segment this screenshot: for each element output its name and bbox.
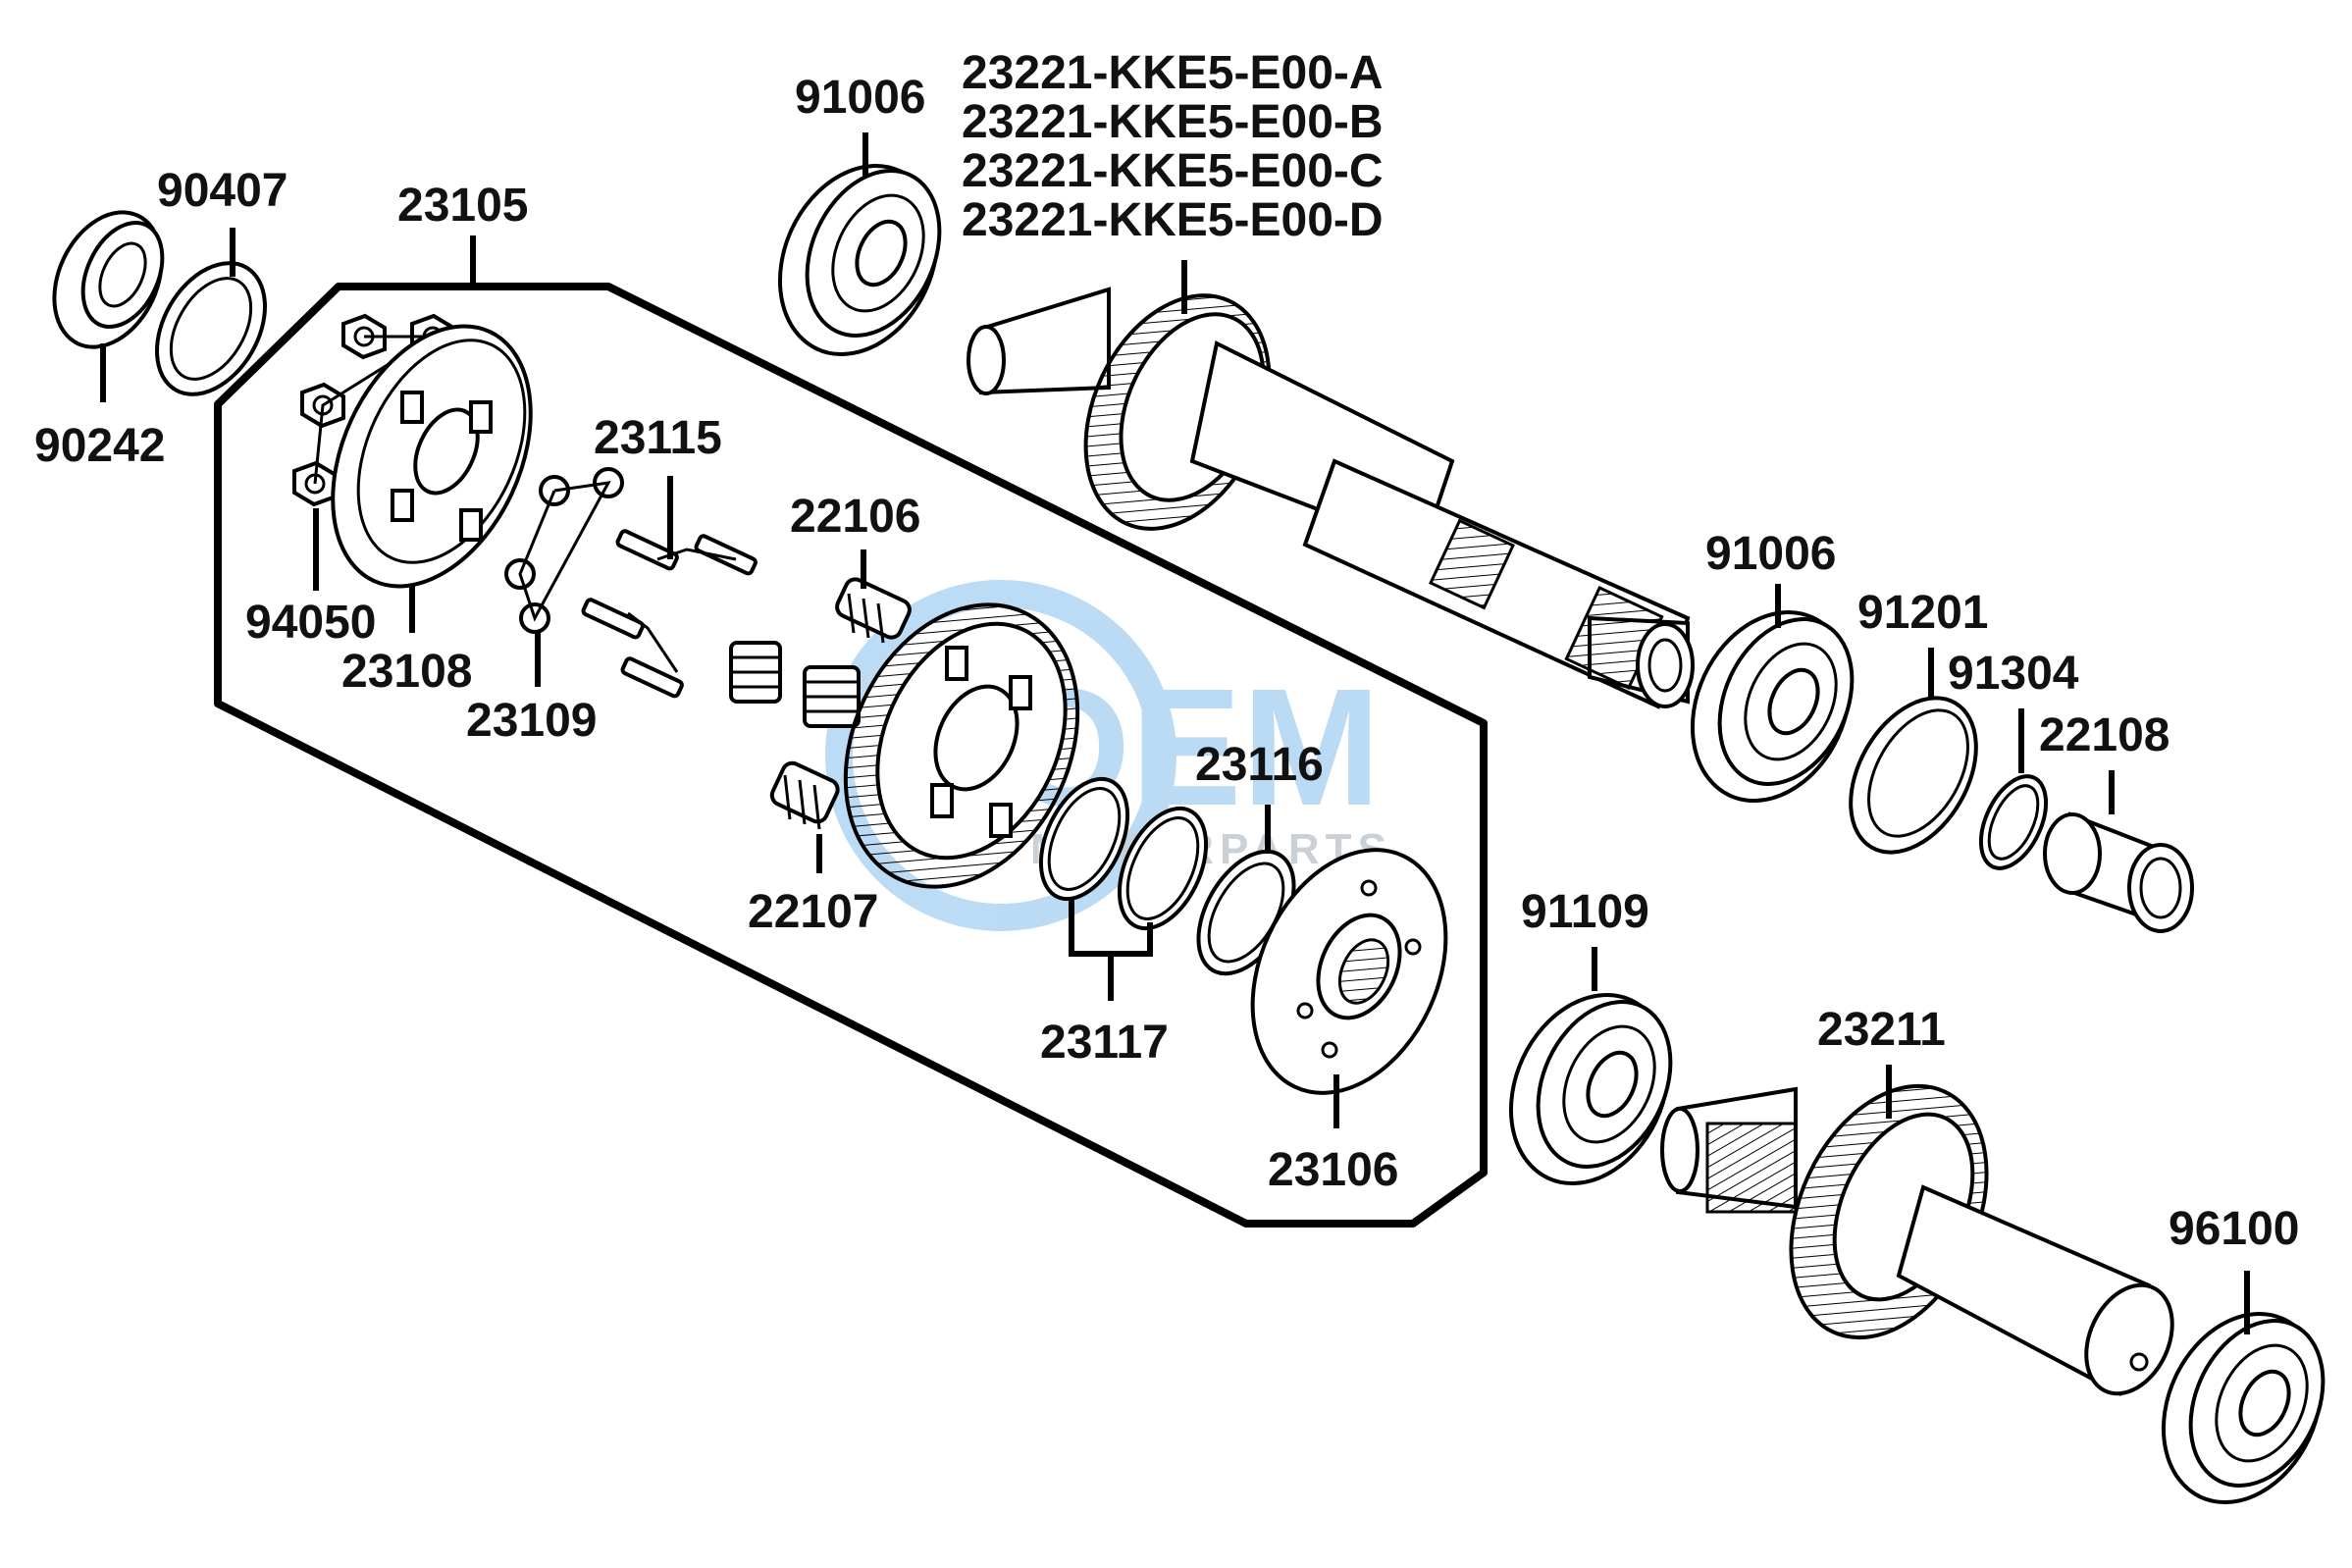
- rings-23117[interactable]: [1023, 765, 1224, 942]
- assembly-group-outline: [214, 283, 1488, 1228]
- callout-91006-mid: 91006: [1705, 528, 1836, 580]
- callout-23108: 23108: [341, 646, 472, 698]
- bearing-91109[interactable]: [1482, 969, 1698, 1210]
- hub-23106[interactable]: [1215, 818, 1483, 1124]
- callout-23116: 23116: [1195, 739, 1324, 791]
- callout-23117: 23117: [1040, 1017, 1169, 1069]
- callout-90407: 90407: [157, 165, 287, 217]
- rollers-23109[interactable]: [504, 467, 624, 634]
- callout-22106: 22106: [790, 491, 920, 543]
- springs-group: [729, 641, 861, 728]
- collar-22108[interactable]: [2043, 811, 2194, 933]
- callout-91006-top: 91006: [795, 72, 925, 124]
- callout-91201: 91201: [1857, 587, 1988, 639]
- callout-22107: 22107: [748, 886, 878, 938]
- plate-23108[interactable]: [293, 294, 569, 618]
- callout-96100: 96100: [2169, 1203, 2299, 1255]
- callout-23221-c: 23221-KKE5-E00-C: [962, 145, 1384, 197]
- nuts-94050[interactable]: [292, 313, 455, 507]
- callout-91304: 91304: [1948, 648, 2079, 700]
- washer-90407[interactable]: [134, 244, 287, 414]
- callout-94050: 94050: [245, 597, 376, 649]
- drive-gear[interactable]: [802, 567, 1122, 925]
- callout-23105: 23105: [397, 180, 528, 232]
- callout-90242: 90242: [34, 420, 165, 472]
- countershaft-23211[interactable]: [1660, 1055, 2189, 1408]
- spring-22107[interactable]: [769, 759, 841, 830]
- bearing-91006-mid[interactable]: [1663, 587, 1879, 827]
- nut-90242[interactable]: [33, 195, 182, 365]
- bearing-91006-top[interactable]: [751, 140, 967, 381]
- callout-91109: 91109: [1521, 886, 1649, 938]
- callout-23106: 23106: [1268, 1144, 1398, 1196]
- callout-23109: 23109: [466, 695, 597, 747]
- callout-23221-a: 23221-KKE5-E00-A: [962, 47, 1384, 99]
- bearing-96100[interactable]: [2134, 1288, 2350, 1529]
- callout-23221-b: 23221-KKE5-E00-B: [962, 96, 1384, 148]
- spring-22106[interactable]: [834, 576, 913, 644]
- callout-22108: 22108: [2039, 709, 2169, 761]
- shaft-23221[interactable]: [967, 266, 1695, 709]
- callout-23221-d: 23221-KKE5-E00-D: [962, 194, 1384, 246]
- callout-23211: 23211: [1817, 1004, 1946, 1056]
- callout-23115: 23115: [594, 412, 722, 464]
- pins-23115[interactable]: [581, 529, 758, 699]
- seal-91201[interactable]: [1825, 676, 2002, 874]
- oring-91304[interactable]: [1967, 766, 2059, 878]
